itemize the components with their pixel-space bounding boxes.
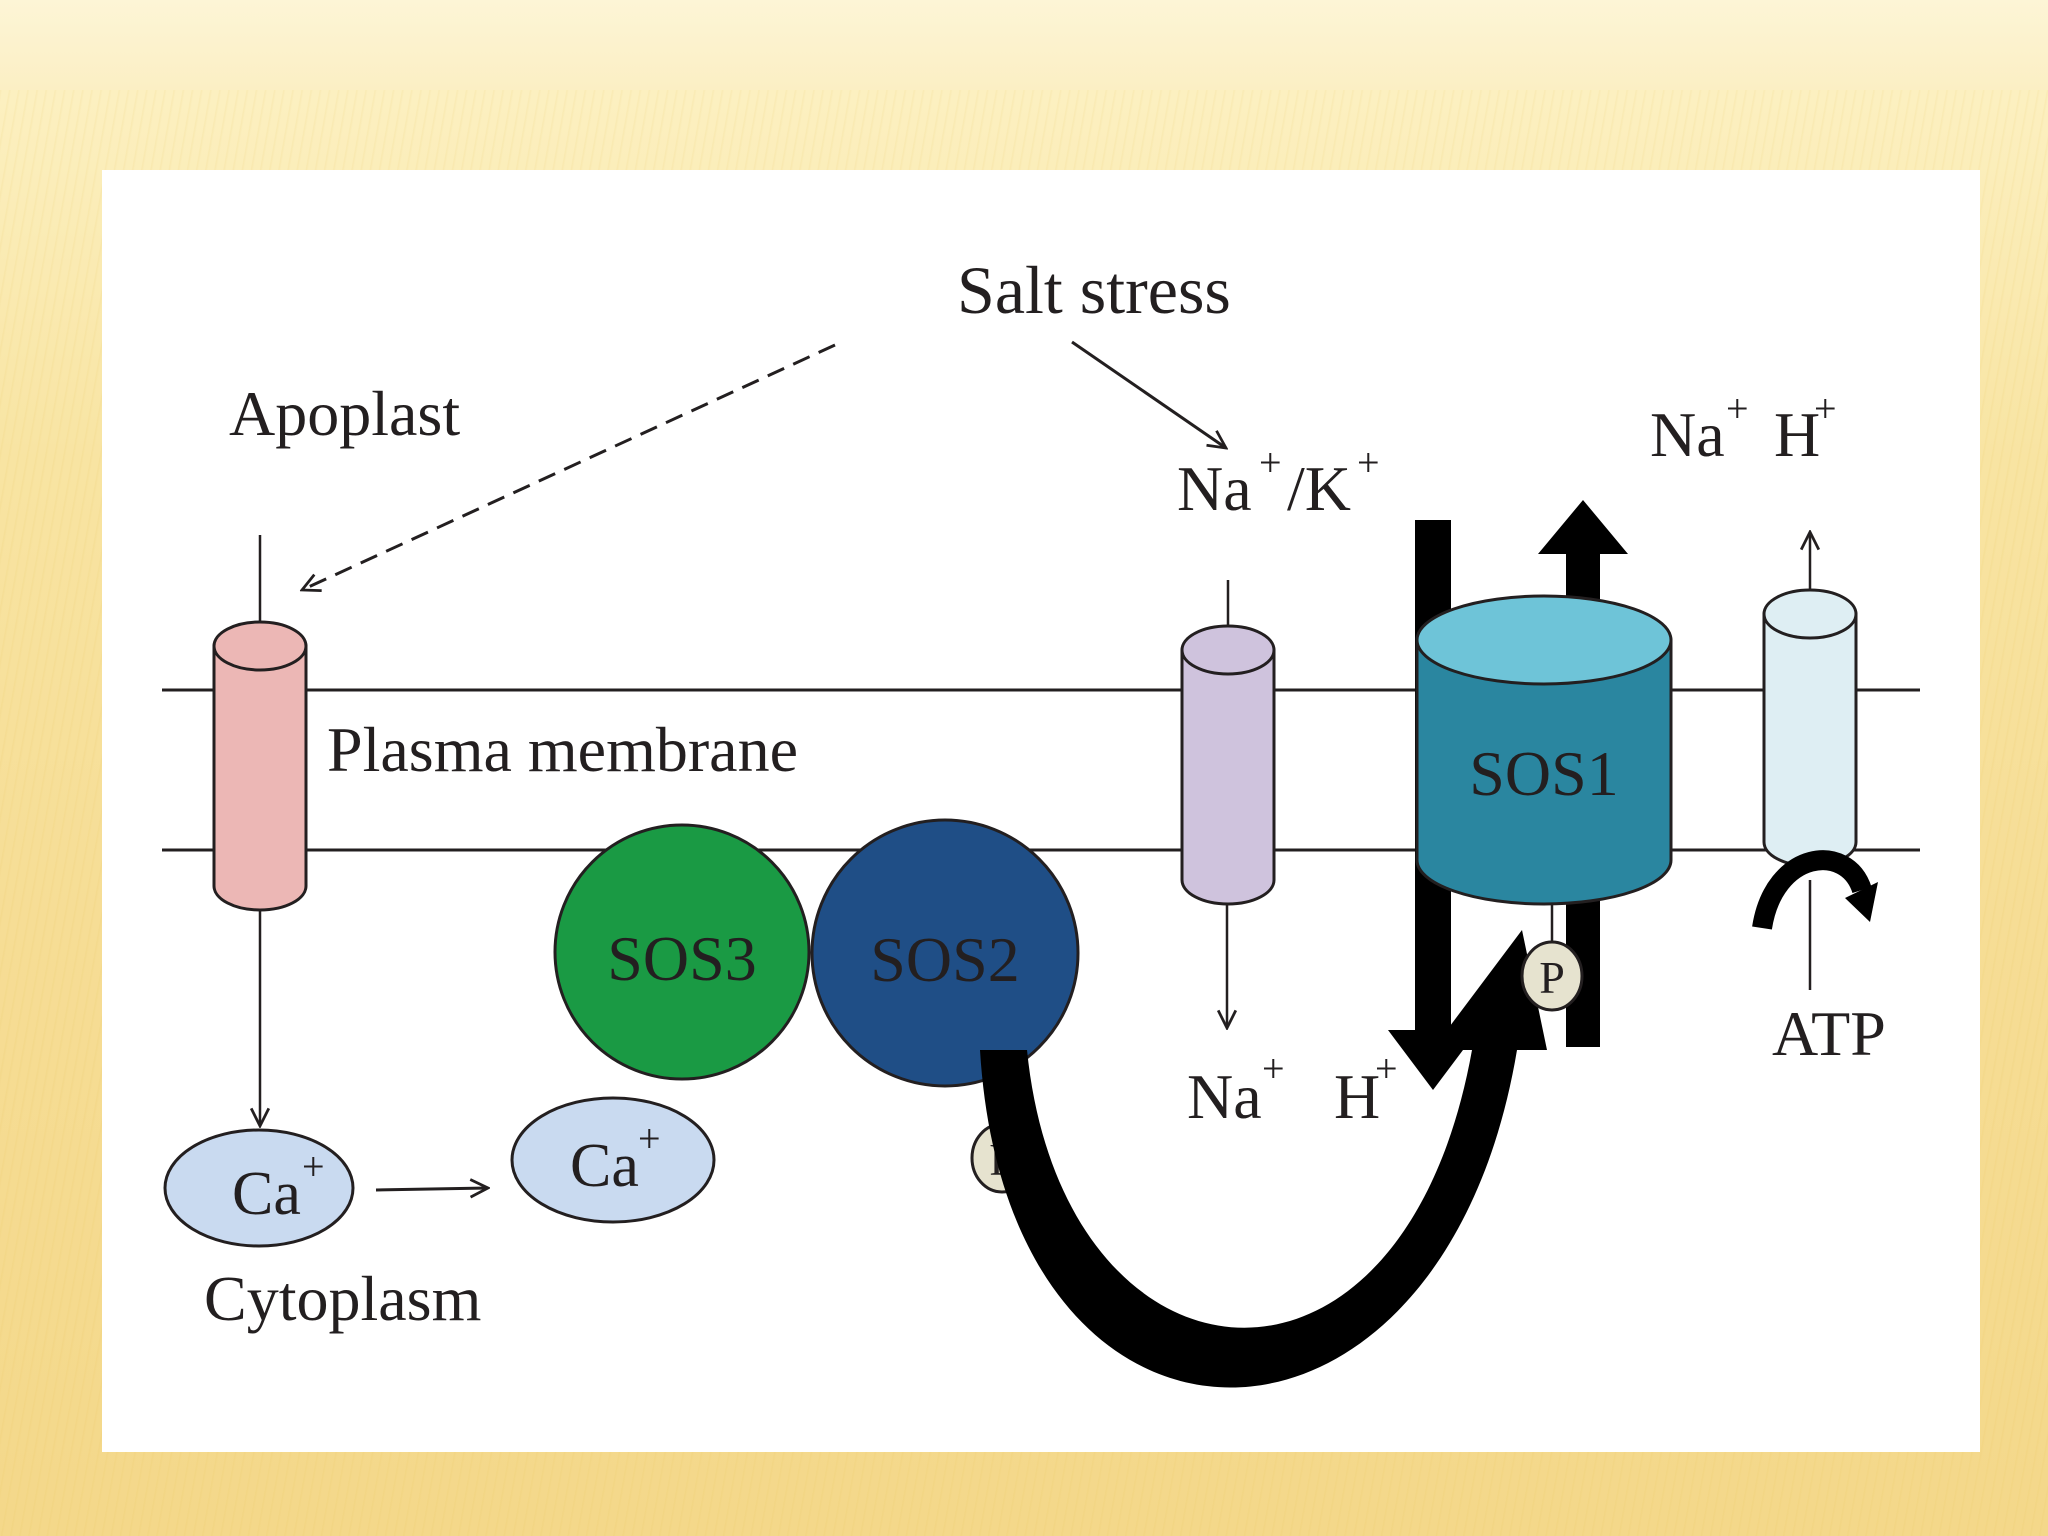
atp-label: ATP xyxy=(1772,998,1886,1069)
sos1-label: SOS1 xyxy=(1469,738,1618,809)
diagram-panel: Salt stress Apoplast Plasma membrane Ca … xyxy=(102,170,1980,1452)
sos3-label: SOS3 xyxy=(607,923,756,994)
h-label-top: H xyxy=(1774,399,1820,470)
salt-stress-dashed-arrow xyxy=(302,343,836,590)
ca-ion-right-label: Ca xyxy=(570,1132,639,1200)
salt-stress-arrow xyxy=(1071,340,1226,448)
sos1-phosphate-label: P xyxy=(1539,952,1565,1003)
sos-pathway-diagram: Salt stress Apoplast Plasma membrane Ca … xyxy=(162,252,1920,1388)
sos2-label: SOS2 xyxy=(870,924,1019,995)
na-k-channel xyxy=(1180,624,1276,906)
sos1-phosphate xyxy=(1520,940,1584,1012)
atp-hydrolysis-arrowhead xyxy=(1845,882,1878,922)
na-label-top-plus: + xyxy=(1726,386,1749,431)
plasma-membrane-label: Plasma membrane xyxy=(327,714,798,785)
ca-ion-left-label: Ca xyxy=(232,1160,301,1228)
na-label-top: Na xyxy=(1650,399,1725,470)
atp-hydrolysis-curve xyxy=(1752,850,1872,930)
cytoplasm-label: Cytoplasm xyxy=(204,1263,481,1334)
sos1-transporter xyxy=(1415,594,1673,906)
ca-ion-right-charge: + xyxy=(638,1116,661,1161)
ca-channel xyxy=(212,620,308,912)
apoplast-label: Apoplast xyxy=(229,378,460,449)
na-k-label-k: /K xyxy=(1287,453,1351,524)
ca-ion-right xyxy=(510,1096,716,1224)
na-label-below: Na xyxy=(1187,1061,1262,1132)
sos3-protein xyxy=(553,823,811,1081)
ca-to-sos3-arrow xyxy=(375,1188,488,1190)
sos2-protein xyxy=(810,818,1080,1088)
na-k-label-na-plus: + xyxy=(1259,440,1282,485)
h-label-below-plus: + xyxy=(1375,1046,1398,1091)
na-k-label-na: Na xyxy=(1177,453,1252,524)
sos2-activates-sos1-arrow xyxy=(980,930,1547,1388)
h-label-below: H xyxy=(1334,1061,1380,1132)
ca-ion-left xyxy=(163,1128,355,1248)
h-atpase-pump xyxy=(1762,588,1858,868)
ca-ion-left-charge: + xyxy=(302,1144,325,1189)
slide-header-band xyxy=(0,0,2048,90)
na-label-below-plus: + xyxy=(1262,1046,1285,1091)
na-k-label-k-plus: + xyxy=(1357,440,1380,485)
salt-stress-label: Salt stress xyxy=(957,252,1231,328)
h-label-top-plus: + xyxy=(1814,386,1837,431)
